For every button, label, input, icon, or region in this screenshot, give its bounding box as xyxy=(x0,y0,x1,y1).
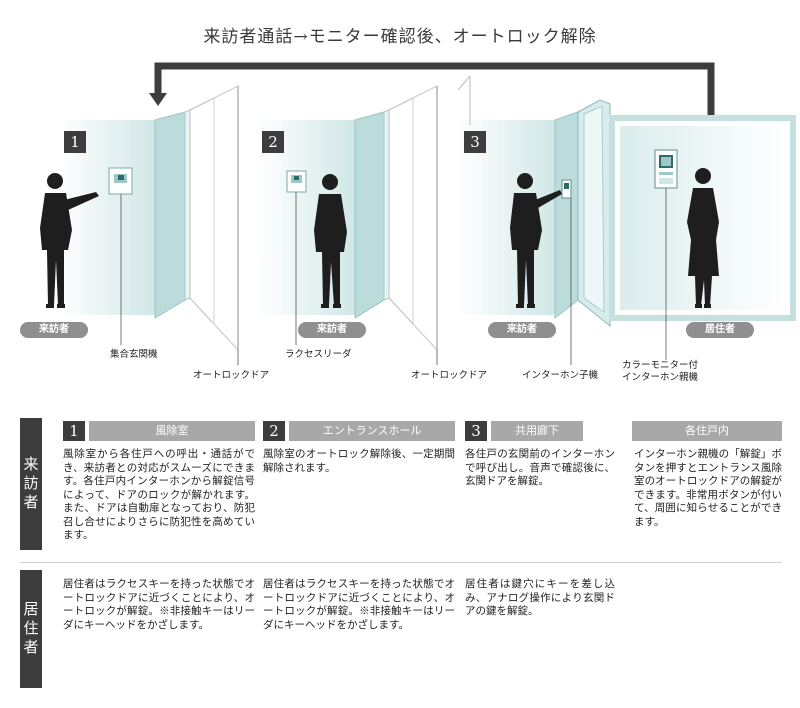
caption-entrance-panel: 集合玄関機 xyxy=(110,349,158,360)
section-3-title: 共用廊下 xyxy=(491,421,583,441)
panel-2-walls xyxy=(258,85,438,352)
caption-intercom-sub: インターホン子機 xyxy=(522,370,599,381)
section-1-visitor-text: 風除室から各住戸への呼出・通話ができ、来訪者との対応がスムーズにできます。各住戸… xyxy=(63,448,255,541)
caption-color-monitor-1: カラーモニター付 xyxy=(622,360,699,371)
section-3-visitor-text: 各住戸の玄関前のインターホンで呼び出し。音声で確認後に、玄関ドアを解錠。 xyxy=(465,448,615,487)
caption-autolock-door-1: オートロックドア xyxy=(193,370,270,381)
caption-autolock-door-2: オートロックドア xyxy=(411,370,488,381)
entrance-panel-device xyxy=(108,167,133,345)
resident-badge: 居住者 xyxy=(705,324,735,335)
visitor-badge-3-bg xyxy=(488,322,556,338)
section-4-visitor-text: インターホン親機の「解錠」ボタンを押すとエントランス風除室のオートロックドアの解… xyxy=(634,448,782,528)
diagram-title: 来訪者通話→モニター確認後、オートロック解除 xyxy=(203,27,597,47)
resident-badge-bg xyxy=(686,322,754,338)
step-2-number: 2 xyxy=(262,131,284,153)
section-1-resident-text: 居住者はラクセスキーを持った状態でオートロックドアに近づくことにより、オートロッ… xyxy=(63,578,255,631)
visitor-silhouette-2 xyxy=(314,174,347,308)
section-1-number: 1 xyxy=(63,421,85,441)
section-2-header: 2 エントランスホール xyxy=(263,421,455,441)
section-2-title: エントランスホール xyxy=(289,421,455,441)
visitor-badge-2: 来訪者 xyxy=(317,324,347,335)
visitor-badge-1: 来訪者 xyxy=(39,324,69,335)
section-1-title: 風除室 xyxy=(89,421,255,441)
step-3-number: 3 xyxy=(464,131,486,153)
flow-arrow xyxy=(149,62,715,118)
visitor-silhouette-3 xyxy=(510,173,562,308)
section-2-visitor-text: 風除室のオートロック解除後、一定期間解除されます。 xyxy=(263,448,455,474)
section-4-title: 各住戸内 xyxy=(632,421,782,441)
panel-3-walls xyxy=(457,75,611,328)
intercom-sub-device xyxy=(561,179,572,365)
resident-silhouette xyxy=(687,168,719,308)
row-label-visitor: 来訪者 xyxy=(20,418,42,550)
visitor-badge-2-bg xyxy=(298,322,366,338)
visitor-silhouette-1 xyxy=(40,173,99,308)
section-1-header: 1 風除室 xyxy=(63,421,255,441)
scene-illustration xyxy=(20,62,796,365)
section-4-header: 各住戸内 xyxy=(632,421,782,441)
color-monitor-device xyxy=(654,149,678,360)
section-3-number: 3 xyxy=(465,421,487,441)
section-2-number: 2 xyxy=(263,421,285,441)
section-3-resident-text: 居住者は鍵穴にキーを差し込み、アナログ操作により玄関ドアの鍵を解錠。 xyxy=(465,578,615,617)
lacses-reader-device xyxy=(286,170,307,345)
section-3-header: 3 共用廊下 xyxy=(465,421,583,441)
caption-color-monitor-2: インターホン親機 xyxy=(622,372,699,383)
step-1-number: 1 xyxy=(64,131,86,153)
row-divider xyxy=(20,562,782,563)
panel-1-walls xyxy=(60,85,239,352)
visitor-badge-3: 来訪者 xyxy=(507,324,537,335)
caption-lacses-reader: ラクセスリーダ xyxy=(285,349,352,360)
row-label-resident: 居住者 xyxy=(20,570,42,688)
section-2-resident-text: 居住者はラクセスキーを持った状態でオートロックドアに近づくことにより、オートロッ… xyxy=(263,578,455,631)
visitor-badge-1-bg xyxy=(20,322,88,338)
